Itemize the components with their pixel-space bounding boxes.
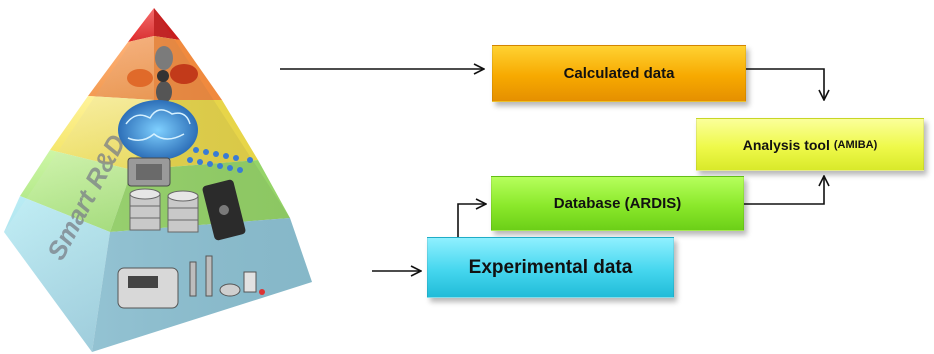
flow-arrows (280, 69, 824, 271)
tablet-icon (202, 179, 246, 241)
experimental-data-box: Experimental data (427, 237, 674, 298)
molecule-icon (127, 46, 198, 103)
brain-icon (118, 100, 198, 160)
cpu-chip-icon (127, 157, 171, 187)
analysis-tool-box: Analysis tool (AMIBA) (696, 118, 924, 171)
arrow-calculated-to-analysis (746, 68, 824, 100)
network-nodes-icon (187, 147, 253, 173)
pyramid-illustration: Smart R&D (4, 8, 312, 352)
analysis-tool-label: Analysis tool (742, 136, 830, 153)
database-cylinders-icon (129, 188, 199, 233)
analysis-tool-suffix: (AMIBA) (833, 138, 878, 151)
database-box: Database (ARDIS) (491, 176, 744, 231)
arrow-database-to-analysis (744, 176, 824, 205)
experimental-data-label: Experimental data (468, 256, 633, 278)
calculated-data-box: Calculated data (492, 45, 746, 102)
database-label: Database (ARDIS) (553, 195, 682, 212)
calculated-data-label: Calculated data (563, 65, 675, 82)
arrow-experimental-to-database (457, 204, 486, 237)
lab-equipment-icon (117, 255, 265, 309)
